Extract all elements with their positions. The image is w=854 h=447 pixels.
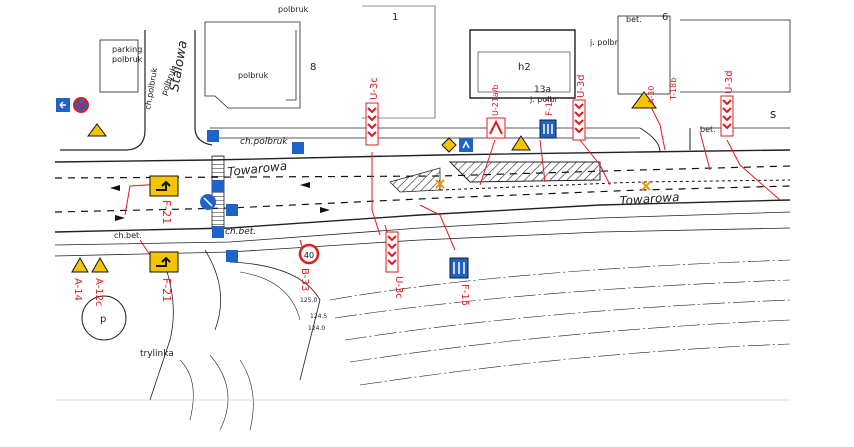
label-parking-sub: polbruk xyxy=(112,55,143,64)
sign-a30: A-30 T-18b xyxy=(631,78,678,109)
roundabout-island xyxy=(81,295,127,341)
building-p: p xyxy=(100,314,106,325)
f15-bottom-label: F-15 xyxy=(459,284,470,306)
sign-priority-road xyxy=(441,137,473,153)
traffic-markers xyxy=(435,179,651,191)
building-far-right2 xyxy=(680,19,791,93)
label-j-polbr2: j. polbr xyxy=(529,95,559,104)
building-left xyxy=(99,39,139,93)
building-1: 1 xyxy=(392,12,398,23)
elevation-1: 125.0 xyxy=(300,297,317,304)
street-towarowa-1: Towarowa xyxy=(227,159,288,179)
label-ch-bet: ch.bet. xyxy=(114,231,142,240)
building-right-inner xyxy=(477,51,571,93)
leader-lines xyxy=(124,104,781,266)
sign-a12c: A-12c xyxy=(91,256,109,306)
elevation-2: 124.5 xyxy=(310,313,327,320)
label-parking: parking xyxy=(112,45,142,54)
building-central xyxy=(204,21,301,109)
stalowa-edge-left xyxy=(60,30,146,151)
sign-f21-bottom: F-21 xyxy=(149,251,179,302)
a14-label: A-14 xyxy=(72,278,83,301)
f15-top-label: F-15 xyxy=(545,96,555,116)
stalowa-edge-right xyxy=(194,30,213,146)
label-polbruk-1: polbruk xyxy=(238,71,269,80)
sign-roadworks-warning xyxy=(511,135,531,151)
u3c-bottom-label: U-3c xyxy=(393,276,404,299)
label-ch-bet-main: ch.bet. xyxy=(225,227,256,237)
u3d-right-label: U-3d xyxy=(724,70,735,94)
sign-u3c-bottom: U-3c xyxy=(385,231,404,299)
sign-a14: A-14 xyxy=(71,256,89,301)
f21-bottom-label: F-21 xyxy=(160,278,173,302)
building-far-right xyxy=(617,15,671,95)
street-towarowa-2: Towarowa xyxy=(619,190,680,208)
u3d-top-label: U-3d xyxy=(576,74,587,98)
sign-b33: 40 B-33 xyxy=(298,243,320,291)
sign-u3d-top: U-3d xyxy=(572,74,587,141)
u21ab-label: U-21a/b xyxy=(491,84,500,116)
label-j-polbr: j. polbr xyxy=(589,38,619,47)
t18b-label: T-18b xyxy=(669,78,678,101)
island-left-wedge xyxy=(389,167,441,193)
label-bet2: bet. xyxy=(700,125,716,134)
sign-f21-top: F-21 xyxy=(149,175,179,224)
sign-f15-top: F-15 xyxy=(539,96,557,139)
building-13a: 13a xyxy=(534,85,551,95)
sign-upper-left-group xyxy=(56,97,107,137)
label-polbruk-2: polbruk xyxy=(278,5,309,14)
building-top-center xyxy=(362,5,436,119)
building-8: 8 xyxy=(310,62,316,73)
building-6: 6 xyxy=(662,12,668,23)
slope-lines xyxy=(329,259,791,386)
a12c-label: A-12c xyxy=(93,278,104,306)
sign-u21ab: U-21a/b xyxy=(486,84,506,139)
b33-label: B-33 xyxy=(299,268,310,291)
u3c-top-label: U-3c xyxy=(369,77,380,100)
road-edge-top xyxy=(54,149,791,163)
sign-u3c-top: U-3c xyxy=(365,77,380,146)
building-h2: h2 xyxy=(518,62,531,73)
label-ch-polbruk: ch.polbruk xyxy=(240,137,288,147)
elevation-3: 124.0 xyxy=(308,325,325,332)
label-bet: bet. xyxy=(626,15,642,24)
building-right-block xyxy=(469,29,576,99)
b33-value: 40 xyxy=(304,251,314,260)
road-arrows xyxy=(110,182,330,221)
label-s: s xyxy=(770,107,776,121)
sign-f15-bottom: F-15 xyxy=(449,257,470,306)
a30-label: A-30 xyxy=(647,86,656,104)
sign-crossing-arrows xyxy=(200,130,304,262)
f21-top-label: F-21 xyxy=(160,200,173,224)
sign-u3d-right: U-3d xyxy=(720,70,735,137)
road-edge-bottom xyxy=(54,199,791,233)
lane-markings xyxy=(54,165,791,213)
base-map xyxy=(54,5,791,431)
label-trylinka: trylinka xyxy=(140,349,174,359)
